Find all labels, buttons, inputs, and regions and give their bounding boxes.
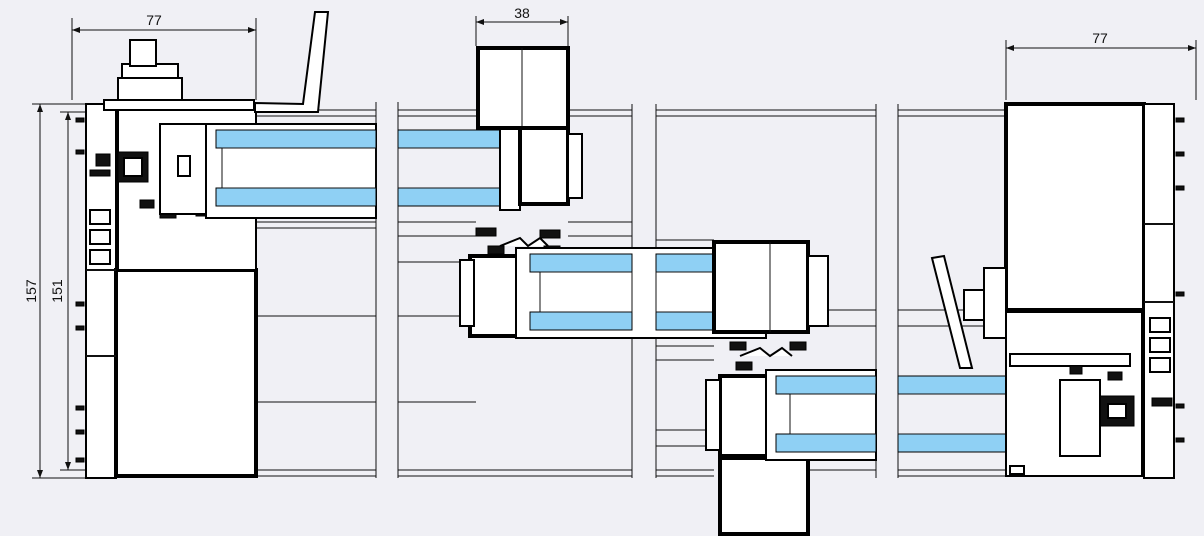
dimension-label-top-center: 38 xyxy=(514,5,530,21)
dimension-label-left-outer: 157 xyxy=(23,279,39,303)
center-left-sash xyxy=(397,46,583,255)
dimension-top-right: 77 xyxy=(1005,30,1197,100)
left-sash xyxy=(205,123,377,219)
dimension-top-left: 77 xyxy=(71,12,257,100)
dimension-label-top-left: 77 xyxy=(146,12,162,28)
center-right-sash xyxy=(705,369,1055,536)
dimension-label-left-inner: 151 xyxy=(49,279,65,303)
dimension-label-top-right: 77 xyxy=(1092,30,1108,46)
dimension-left-outer: 157 xyxy=(23,103,86,479)
left-frame xyxy=(75,11,330,479)
dimension-top-center: 38 xyxy=(475,5,569,46)
right-frame xyxy=(930,102,1185,479)
dimension-left-inner: 151 xyxy=(49,111,86,471)
center-sash xyxy=(459,240,829,371)
